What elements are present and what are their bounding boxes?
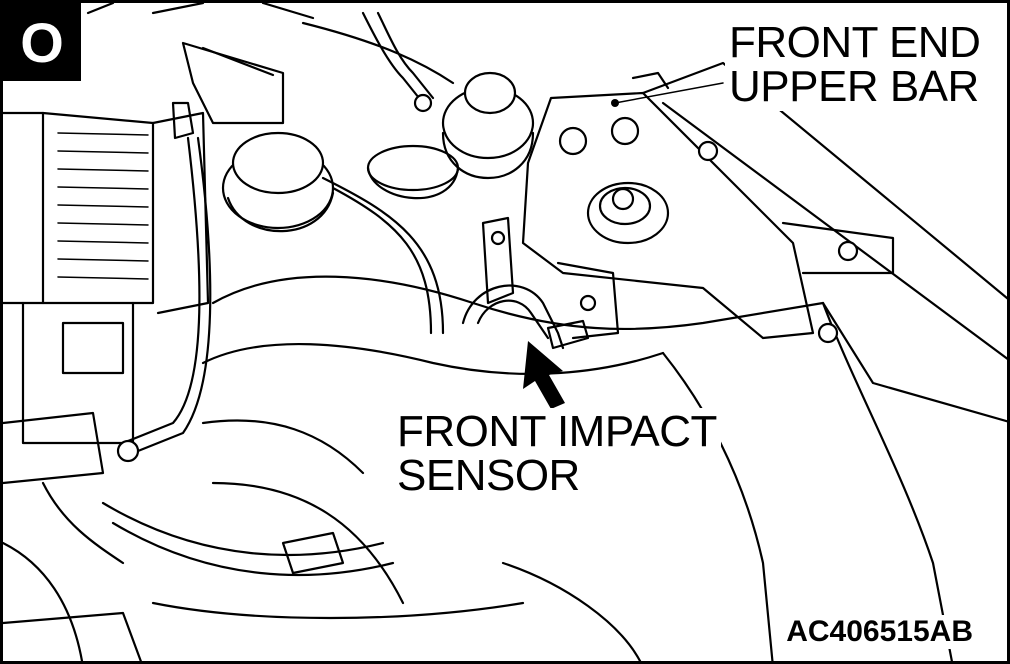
air-intake-duct bbox=[201, 275, 1007, 661]
sensor-area bbox=[461, 216, 620, 350]
front-impact-sensor-line1: FRONT IMPACT bbox=[397, 407, 717, 456]
front-end-upper-bar-line1: FRONT END bbox=[729, 18, 981, 67]
front-end-upper-bar-label: FRONT END UPPER BAR bbox=[725, 18, 985, 111]
front-impact-sensor-line2: SENSOR bbox=[397, 451, 580, 500]
radiator-fins bbox=[3, 111, 155, 305]
section-badge: O bbox=[3, 3, 81, 81]
reservoir-caps bbox=[221, 71, 535, 233]
sensor-arrow bbox=[523, 341, 565, 409]
lower-components bbox=[3, 501, 642, 661]
leader-dot-upper-bar bbox=[611, 99, 619, 107]
front-end-upper-bar bbox=[521, 61, 1007, 360]
engine-bay-illustration bbox=[3, 3, 1007, 661]
coolant-hose bbox=[321, 11, 445, 335]
front-impact-sensor-label: FRONT IMPACT SENSOR bbox=[393, 408, 721, 500]
upper-housing bbox=[86, 3, 455, 125]
left-bracket bbox=[3, 101, 212, 661]
leader-line-upper-bar bbox=[614, 82, 724, 104]
front-end-upper-bar-line2: UPPER BAR bbox=[729, 62, 979, 111]
figure-code: AC406515AB bbox=[782, 615, 977, 649]
